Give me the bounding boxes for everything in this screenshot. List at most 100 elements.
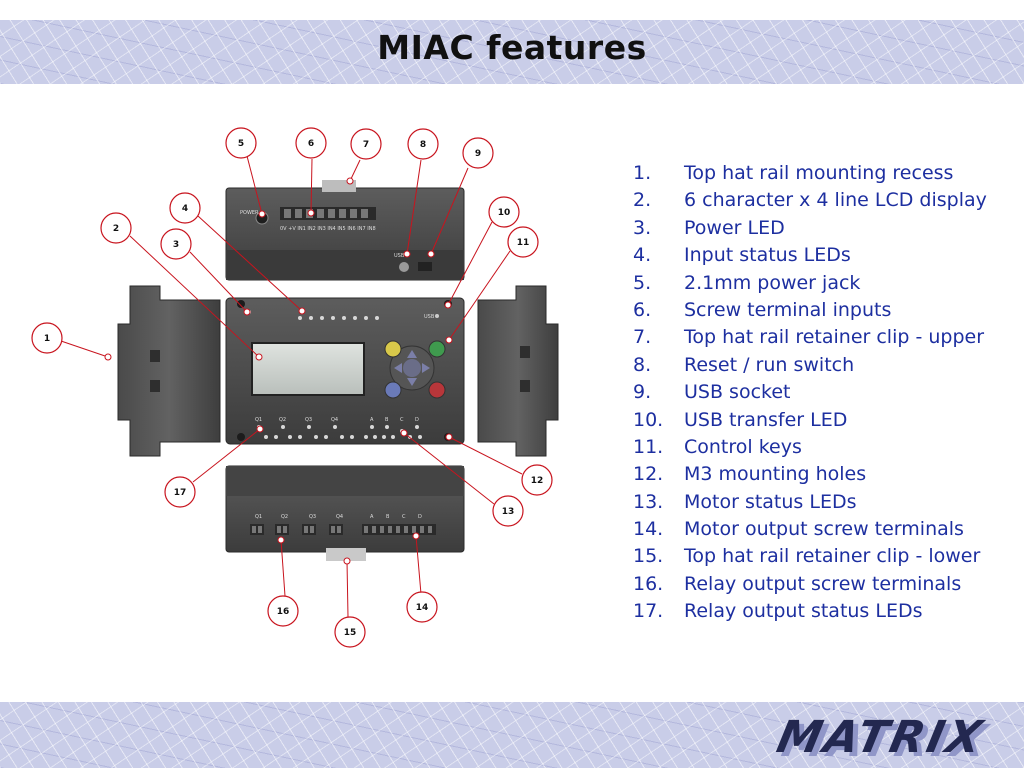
feature-text: M3 mounting holes (684, 463, 867, 486)
feature-number: 3. (633, 216, 652, 239)
svg-text:D: D (415, 417, 419, 423)
svg-text:3: 3 (173, 240, 179, 250)
callout-5: 5 (225, 127, 257, 159)
svg-text:Q3: Q3 (305, 417, 312, 423)
feature-item: 15.Top hat rail retainer clip - lower (633, 543, 1018, 570)
top-usb-label: USB (394, 253, 405, 259)
feature-text: USB socket (684, 381, 791, 404)
feature-item: 7.Top hat rail retainer clip - upper (633, 324, 1018, 351)
svg-text:D: D (418, 514, 422, 520)
feature-number: 16. (633, 572, 664, 595)
bottom-relay-labels: Q1 Q2 Q3 Q4 (255, 514, 343, 520)
right-side-module (477, 285, 559, 457)
svg-text:B: B (385, 417, 389, 423)
feature-number: 6. (633, 298, 652, 321)
feature-text: USB transfer LED (684, 408, 848, 431)
svg-text:Q1: Q1 (255, 417, 262, 423)
feature-text: Top hat rail retainer clip - lower (684, 545, 981, 568)
feature-text: Input status LEDs (684, 244, 851, 267)
feature-number: 11. (633, 435, 664, 458)
feature-item: 4.Input status LEDs (633, 242, 1018, 269)
feature-number: 10. (633, 408, 664, 431)
svg-text:6: 6 (308, 139, 314, 149)
svg-text:Q2: Q2 (281, 514, 288, 520)
feature-text: Relay output status LEDs (684, 600, 923, 623)
svg-text:B: B (386, 514, 390, 520)
callout-11: 11 (507, 226, 539, 258)
svg-text:13: 13 (502, 507, 515, 517)
callout-14: 14 (406, 591, 438, 623)
feature-text: Control keys (684, 435, 802, 458)
feature-item: 14.Motor output screw terminals (633, 516, 1018, 543)
lower-retainer-clip (326, 548, 366, 561)
top-module: POWER 0V +V IN1 IN2 IN3 IN4 IN5 IN6 IN7 … (225, 180, 465, 281)
feature-item: 10. USB transfer LED (633, 407, 1018, 434)
feature-text: Reset / run switch (684, 353, 855, 376)
feature-text: 2.1mm power jack (684, 271, 861, 294)
callout-6: 6 (295, 127, 327, 159)
feature-item: 3.Power LED (633, 215, 1018, 242)
callout-9: 9 (462, 137, 494, 169)
lcd-display (251, 342, 365, 396)
top-terminal-block (280, 207, 376, 220)
power-jack-label: POWER (240, 210, 259, 216)
feature-number: 5. (633, 271, 652, 294)
feature-item: 17.Relay output status LEDs (633, 598, 1018, 625)
callout-7: 7 (350, 128, 382, 160)
slide-title: MIAC features (377, 28, 647, 67)
svg-text:7: 7 (363, 140, 369, 150)
feature-item: 1. Top hat rail mounting recess (633, 160, 1018, 187)
callout-2: 2 (100, 212, 132, 244)
callout-lines (60, 155, 523, 618)
svg-text:Q4: Q4 (331, 417, 338, 423)
feature-item: 16. Relay output screw terminals (633, 571, 1018, 598)
feature-number: 12. (633, 463, 664, 486)
front-module: USB Q1 Q2 Q3 Q4 A B C D (225, 297, 465, 445)
feature-text: 6 character x 4 line LCD display (684, 189, 987, 212)
feature-text: Screw terminal inputs (684, 298, 892, 321)
feature-text: Top hat rail mounting recess (684, 162, 954, 184)
feature-item: 13. Motor status LEDs (633, 489, 1018, 516)
feature-number: 2. (633, 189, 652, 212)
feature-number: 9. (633, 381, 652, 404)
svg-text:9: 9 (475, 149, 481, 159)
callout-16: 16 (267, 595, 299, 627)
bottom-motor-labels: A B C D (370, 514, 422, 520)
terminal-inputs-label: 0V +V IN1 IN2 IN3 IN4 IN5 IN6 IN7 IN8 (280, 226, 376, 232)
svg-text:14: 14 (416, 603, 429, 613)
feature-number: 1. (633, 162, 652, 184)
callout-13: 13 (492, 495, 524, 527)
feature-number: 14. (633, 518, 664, 541)
feature-item: 2. 6 character x 4 line LCD display (633, 187, 1018, 214)
svg-text:8: 8 (420, 140, 426, 150)
callout-1: 1 (31, 322, 63, 354)
svg-text:Q3: Q3 (309, 514, 316, 520)
feature-text: Motor status LEDs (684, 490, 857, 513)
feature-text: Relay output screw terminals (684, 572, 962, 595)
svg-text:Q2: Q2 (279, 417, 286, 423)
svg-text:5: 5 (238, 139, 244, 149)
feature-text: Top hat rail retainer clip - upper (684, 326, 985, 349)
feature-list: 1. Top hat rail mounting recess 2. 6 chara… (633, 160, 1018, 626)
feature-number: 13. (633, 490, 664, 513)
svg-text:16: 16 (277, 607, 290, 617)
svg-text:2: 2 (113, 224, 119, 234)
relay-output-terminals (250, 524, 343, 535)
svg-text:A: A (370, 514, 374, 520)
svg-text:Q4: Q4 (336, 514, 343, 520)
footer-band (0, 702, 1024, 768)
front-usb-label: USB (424, 314, 435, 320)
header-band (0, 20, 1024, 84)
feature-item: 5. 2.1mm power jack (633, 270, 1018, 297)
front-motor-labels: A B C D (370, 417, 419, 423)
callout-15: 15 (334, 616, 366, 648)
control-keys (384, 340, 446, 399)
motor-output-terminals (362, 524, 436, 535)
svg-text:10: 10 (498, 208, 511, 218)
bottom-module: Q1 Q2 Q3 Q4 A B C D (225, 465, 465, 561)
input-status-leds (298, 316, 379, 320)
svg-text:17: 17 (174, 488, 187, 498)
matrix-logo: MATRIX (772, 712, 990, 763)
feature-item: 11. Control keys (633, 434, 1018, 461)
feature-number: 8. (633, 353, 652, 376)
